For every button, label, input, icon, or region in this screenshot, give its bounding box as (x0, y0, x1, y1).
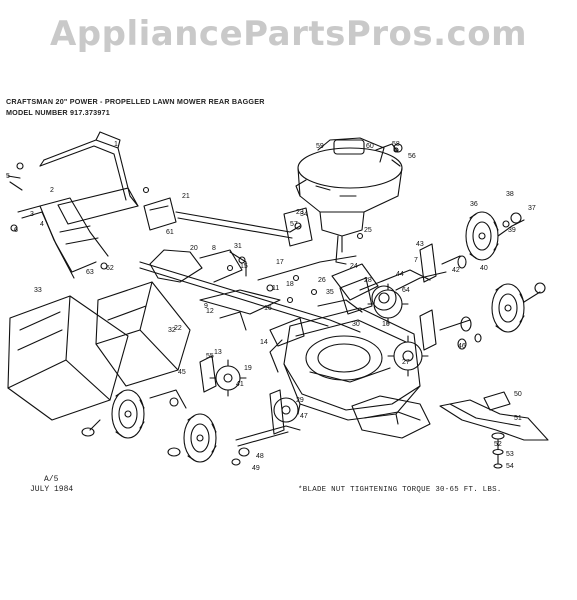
callout: 37 (528, 205, 536, 212)
callout: 3 (30, 211, 34, 218)
callout: 43 (416, 241, 424, 248)
throttle-bracket (143, 197, 313, 247)
callout: 27 (402, 359, 410, 366)
model-number: MODEL NUMBER 917.373971 (6, 108, 110, 117)
bag-frame (95, 281, 191, 387)
callout: 6 (14, 227, 18, 234)
callout: 45 (178, 369, 186, 376)
callout: 2 (50, 187, 54, 194)
callout: 59 (316, 143, 324, 150)
handle-assembly (7, 131, 150, 279)
axle-linkage (139, 249, 361, 347)
callout: 50 (514, 391, 522, 398)
rear-right-wheel (465, 211, 525, 261)
callout: 31 (234, 243, 242, 250)
callout: 40 (480, 265, 488, 272)
callout: 30 (352, 321, 360, 328)
blade (439, 399, 549, 441)
callout: 19 (244, 365, 252, 372)
callout: 57 (290, 221, 298, 228)
callout: 21 (182, 193, 190, 200)
front-right-wheel (491, 282, 546, 333)
drive-gear-left (199, 355, 299, 435)
callout: 53 (506, 451, 514, 458)
grass-bag (7, 295, 129, 421)
callout: 29 (296, 397, 304, 404)
callout: 9 (204, 303, 208, 310)
callout: 54 (506, 463, 514, 470)
callout: 38 (506, 191, 514, 198)
rear-left-wheel (81, 389, 145, 439)
callout: 5 (6, 173, 10, 180)
callout: 52 (494, 441, 502, 448)
callout: 34 (300, 211, 308, 218)
transmission (331, 243, 447, 351)
revision-mark: A/5 (44, 475, 59, 484)
callout: 23 (296, 209, 304, 216)
callout: 48 (256, 453, 264, 460)
callout: 7 (414, 257, 418, 264)
callout: 12 (206, 308, 214, 315)
engine (295, 137, 403, 253)
callout: 18 (286, 281, 294, 288)
axle-hardware-right (439, 255, 482, 350)
callout: 47 (300, 413, 308, 420)
diagram-title: CRAFTSMAN 20" POWER - PROPELLED LAWN MOW… (6, 97, 265, 106)
mower-deck (269, 299, 421, 425)
callout: 62 (106, 265, 114, 272)
callout: 20 (190, 245, 198, 252)
misc-fasteners (226, 147, 399, 296)
callout: 61 (166, 229, 174, 236)
callout: 36 (470, 201, 478, 208)
callout: 26 (318, 277, 326, 284)
callout: 15 (240, 263, 248, 270)
deck-baffle (351, 395, 431, 439)
callout: 13 (214, 349, 222, 356)
callout: 14 (260, 339, 268, 346)
callout: 64 (402, 287, 410, 294)
callout: 8 (212, 245, 216, 252)
callout: 35 (326, 289, 334, 296)
callout: 39 (508, 227, 516, 234)
callout: 41 (236, 381, 244, 388)
callout-labels: 1 2 3 4 5 6 7 8 9 10 11 12 13 14 15 16 1… (6, 141, 536, 472)
callout: 55 (206, 353, 214, 360)
front-left-wheel (167, 413, 217, 463)
callout: 44 (396, 271, 404, 278)
axle-shaft-left (149, 389, 301, 466)
callout: 58 (392, 141, 400, 148)
callout: 22 (174, 325, 182, 332)
watermark: AppliancePartsPros.com (49, 14, 527, 54)
drive-gear-right (367, 283, 429, 377)
callout: 25 (364, 227, 372, 234)
callout: 16 (264, 305, 272, 312)
callout: 56 (408, 153, 416, 160)
callout: 60 (366, 143, 374, 150)
callout: 63 (86, 269, 94, 276)
callout: 17 (276, 259, 284, 266)
callout: 33 (34, 287, 42, 294)
callout: 24 (350, 263, 358, 270)
torque-note: *BLADE NUT TIGHTENING TORQUE 30-65 FT. L… (298, 486, 502, 494)
callout: 11 (272, 285, 279, 292)
callout: 42 (452, 267, 460, 274)
callout: 10 (382, 321, 390, 328)
callout: 4 (40, 221, 44, 228)
callout: 46 (458, 343, 466, 350)
callout: 1 (114, 141, 118, 148)
blade-adapter (483, 391, 511, 469)
callout: 49 (252, 465, 260, 472)
callout: 51 (514, 415, 522, 422)
revision-date: JULY 1984 (30, 485, 74, 494)
callout: 28 (364, 277, 372, 284)
callout: 32 (168, 327, 176, 334)
